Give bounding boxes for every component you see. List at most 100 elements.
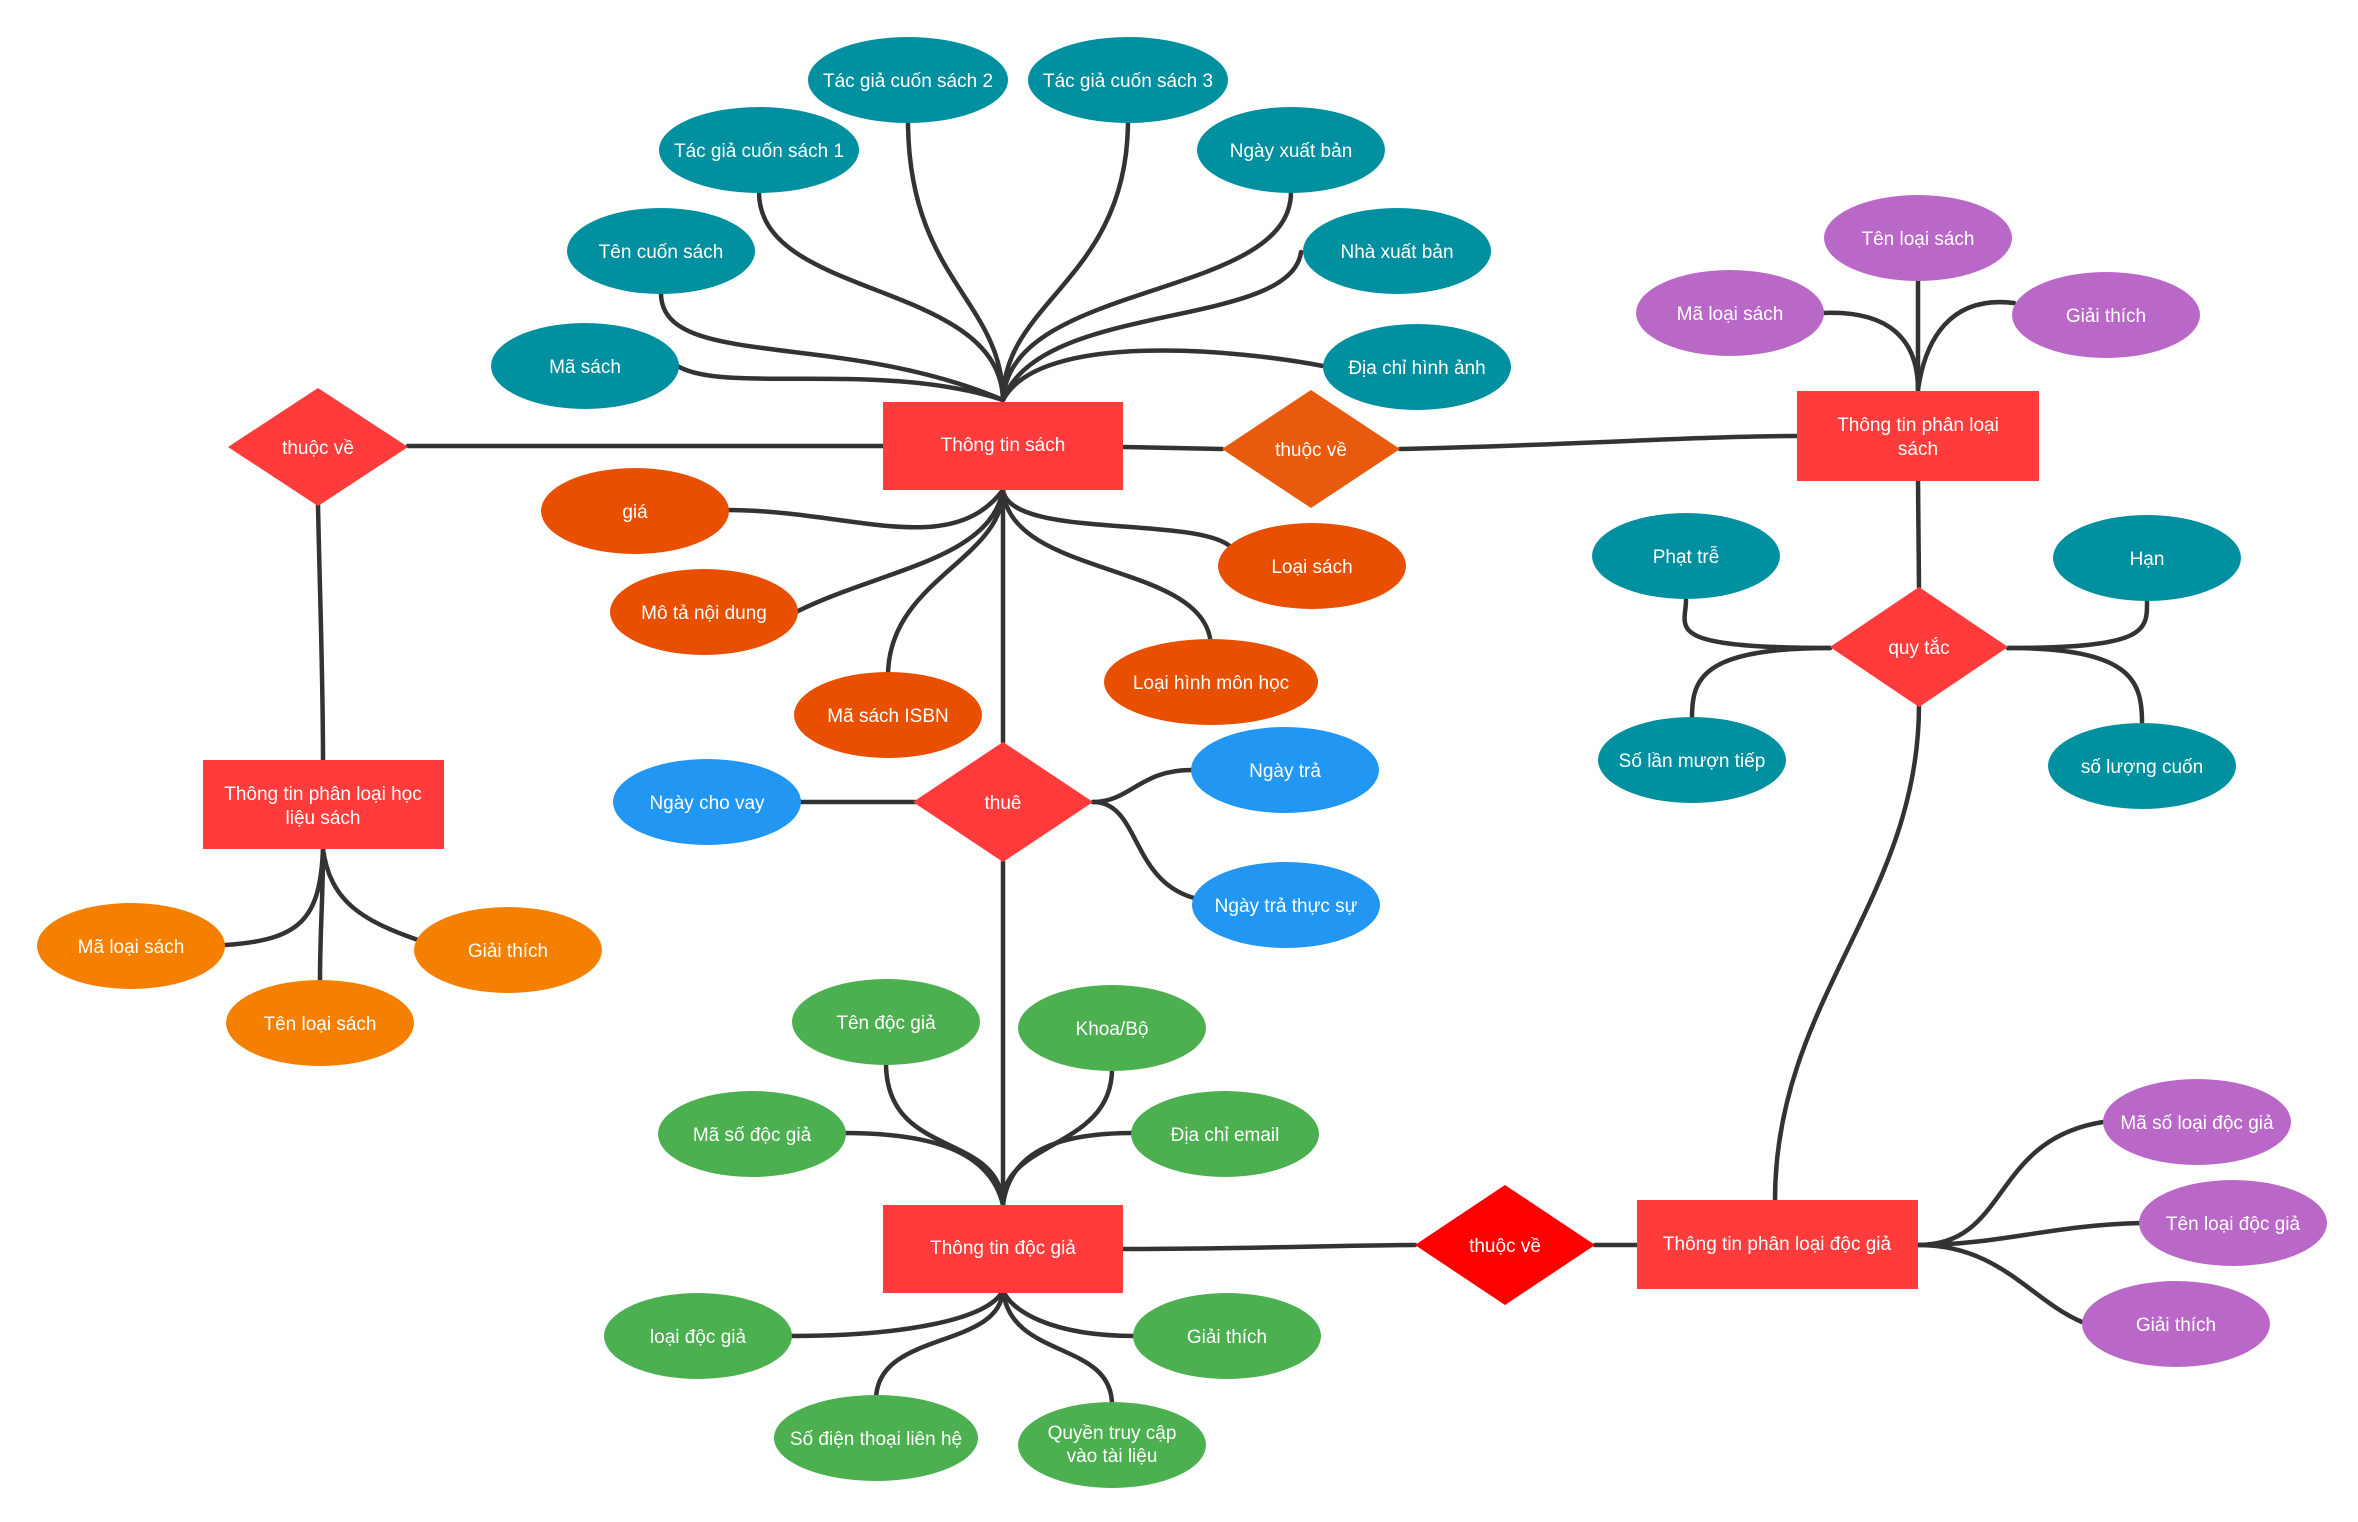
attribute-shape bbox=[1018, 985, 1206, 1071]
attribute-book-type[interactable]: Loại sách bbox=[1218, 523, 1406, 609]
relation-label: quy tắc bbox=[1888, 637, 1949, 659]
attribute-reader-type[interactable]: loại độc giả bbox=[604, 1293, 792, 1379]
attribute-shape bbox=[1131, 1091, 1319, 1177]
attribute-shape bbox=[1133, 1293, 1321, 1379]
relation-rules[interactable]: quy tắc bbox=[1830, 587, 2008, 707]
relation-label: thuộc về bbox=[1275, 440, 1347, 461]
attribute-shape bbox=[792, 979, 980, 1065]
entity-label: Thông tin độc giả bbox=[930, 1238, 1076, 1259]
attribute-label: Khoa/Bộ bbox=[1076, 1019, 1149, 1040]
attribute-reader-name[interactable]: Tên độc giả bbox=[792, 979, 980, 1065]
edge-rules-readercat bbox=[1772, 702, 1922, 1203]
attribute-label: Số lần mượn tiếp bbox=[1619, 751, 1766, 772]
attribute-bc-name[interactable]: Tên loại sách bbox=[1824, 195, 2012, 281]
relation-belongs-left[interactable]: thuộc về bbox=[228, 388, 408, 506]
edge-rc-id bbox=[1915, 1119, 2106, 1248]
attribute-label: Số điện thoại liên hệ bbox=[790, 1429, 962, 1450]
entity-book-info[interactable]: Thông tin sách bbox=[883, 402, 1123, 490]
edge-actual-return bbox=[1090, 799, 1197, 901]
attribute-book-quantity[interactable]: số lượng cuốn bbox=[2048, 723, 2236, 809]
edge-image-addr bbox=[1000, 348, 1326, 403]
attribute-content-desc[interactable]: Mô tả nội dung bbox=[610, 569, 798, 655]
entity-subject-category[interactable]: Thông tin phân loại học liệu sách bbox=[203, 760, 444, 849]
attribute-label: Tác giả cuốn sách 3 bbox=[1043, 71, 1213, 92]
entity-reader-info[interactable]: Thông tin độc giả bbox=[883, 1205, 1123, 1293]
attribute-email[interactable]: Địa chỉ email bbox=[1131, 1091, 1319, 1177]
attribute-bc-explain[interactable]: Giải thích bbox=[2012, 272, 2200, 358]
entity-book-category[interactable]: Thông tin phân loại sách bbox=[1797, 391, 2039, 481]
attribute-reader-id[interactable]: Mã số độc giả bbox=[658, 1091, 846, 1177]
attribute-label: Giải thích bbox=[1187, 1327, 1267, 1348]
attribute-label-line2: vào tài liệu bbox=[1067, 1446, 1158, 1467]
attribute-label: Giải thích bbox=[468, 941, 548, 962]
attribute-label: Ngày trả bbox=[1249, 761, 1321, 782]
edge-bookcat-rules bbox=[1915, 477, 1922, 590]
edge-renew-count bbox=[1689, 645, 1833, 721]
edge-reader-type bbox=[789, 1287, 1006, 1339]
attribute-shape bbox=[1191, 727, 1379, 813]
attribute-label: Tên loại độc giả bbox=[2166, 1214, 2301, 1235]
edge-reader-id bbox=[840, 1130, 1006, 1208]
attribute-label: Tác giả cuốn sách 2 bbox=[823, 71, 993, 92]
attribute-limit[interactable]: Hạn bbox=[2053, 515, 2241, 601]
attribute-label: Ngày trả thực sự bbox=[1215, 896, 1358, 917]
entity-reader-category[interactable]: Thông tin phân loại độc giả bbox=[1637, 1200, 1918, 1289]
attribute-book-id[interactable]: Mã sách bbox=[491, 323, 679, 409]
attribute-label-line1: Quyền truy cập bbox=[1048, 1423, 1177, 1444]
edge-belongs-right-bookcat bbox=[1397, 433, 1800, 452]
attribute-sc-name[interactable]: Tên loại sách bbox=[226, 980, 414, 1066]
attribute-subject-type[interactable]: Loại hình môn học bbox=[1104, 639, 1318, 725]
attribute-rc-name[interactable]: Tên loại độc giả bbox=[2139, 1180, 2327, 1266]
attribute-author-1[interactable]: Tác giả cuốn sách 1 bbox=[659, 107, 859, 193]
edge-rd-explain bbox=[1000, 1287, 1138, 1339]
entity-box bbox=[1797, 391, 2039, 481]
attribute-publisher[interactable]: Nhà xuất bản bbox=[1303, 208, 1491, 294]
attribute-return-date[interactable]: Ngày trả bbox=[1191, 727, 1379, 813]
entity-box bbox=[203, 760, 444, 849]
relation-belongs-book-category[interactable]: thuộc về bbox=[1222, 390, 1400, 508]
attribute-author-2[interactable]: Tác giả cuốn sách 2 bbox=[808, 37, 1008, 123]
relation-shape bbox=[228, 388, 408, 506]
attribute-access[interactable]: Quyền truy cập vào tài liệu bbox=[1018, 1402, 1206, 1488]
relation-belongs-reader-category[interactable]: thuộc về bbox=[1415, 1185, 1595, 1305]
entity-label: Thông tin phân loại độc giả bbox=[1663, 1234, 1892, 1255]
attribute-rc-explain[interactable]: Giải thích bbox=[2082, 1281, 2270, 1367]
attribute-phone[interactable]: Số điện thoại liên hệ bbox=[774, 1395, 978, 1481]
edge-book-quantity bbox=[2005, 645, 2145, 725]
attribute-loan-date[interactable]: Ngày cho vay bbox=[613, 759, 801, 845]
attribute-label: Phạt trễ bbox=[1653, 546, 1720, 568]
attribute-label: số lượng cuốn bbox=[2081, 757, 2203, 778]
attribute-label: Tên loại sách bbox=[1861, 229, 1974, 250]
relation-label: thuê bbox=[985, 793, 1022, 814]
attribute-shape bbox=[37, 903, 225, 989]
edge-book-id bbox=[673, 362, 1006, 403]
relation-rent[interactable]: thuê bbox=[913, 742, 1093, 862]
attribute-pub-date[interactable]: Ngày xuất bản bbox=[1197, 107, 1385, 193]
edge-sc-name bbox=[317, 846, 326, 983]
relation-shape bbox=[1830, 587, 2008, 707]
attribute-author-3[interactable]: Tác giả cuốn sách 3 bbox=[1028, 37, 1228, 123]
edge-phone bbox=[873, 1287, 1006, 1403]
attribute-book-name[interactable]: Tên cuốn sách bbox=[567, 208, 755, 294]
attribute-shape bbox=[226, 980, 414, 1066]
attribute-bc-id[interactable]: Mã loại sách bbox=[1636, 270, 1824, 356]
attribute-image-address[interactable]: Địa chỉ hình ảnh bbox=[1323, 324, 1511, 410]
attribute-shape bbox=[1104, 639, 1318, 725]
attribute-renew-count[interactable]: Số lần mượn tiếp bbox=[1598, 717, 1786, 803]
attribute-shape bbox=[659, 107, 859, 193]
attribute-late-fee[interactable]: Phạt trễ bbox=[1592, 513, 1780, 599]
attribute-actual-return[interactable]: Ngày trả thực sự bbox=[1192, 862, 1380, 948]
attribute-rc-id[interactable]: Mã số loại độc giả bbox=[2103, 1079, 2291, 1165]
attribute-sc-explain[interactable]: Giải thích bbox=[414, 907, 602, 993]
entity-label-line2: sách bbox=[1898, 439, 1938, 460]
attribute-faculty[interactable]: Khoa/Bộ bbox=[1018, 985, 1206, 1071]
attribute-sc-id[interactable]: Mã loại sách bbox=[37, 903, 225, 989]
attribute-rd-explain[interactable]: Giải thích bbox=[1133, 1293, 1321, 1379]
entity-label-line1: Thông tin phân loại bbox=[1837, 415, 1999, 436]
attribute-isbn[interactable]: Mã sách ISBN bbox=[794, 672, 982, 758]
attribute-price[interactable]: giá bbox=[541, 468, 729, 554]
edge-publisher bbox=[1000, 249, 1304, 403]
attribute-shape bbox=[1192, 862, 1380, 948]
edge-sc-id bbox=[222, 846, 326, 948]
